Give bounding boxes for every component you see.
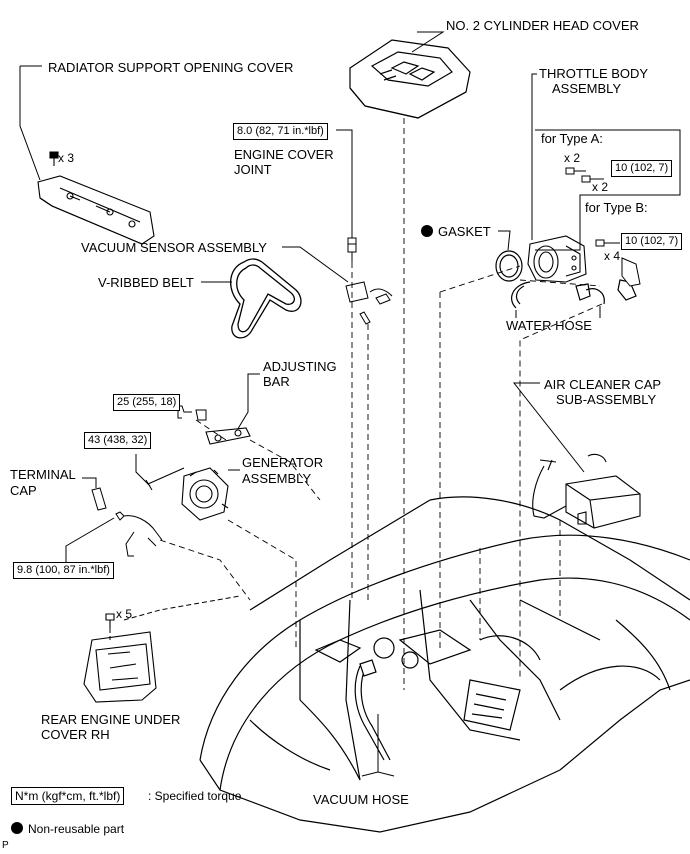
label-type-a-qty1: x 2 [564,151,581,165]
label-radiator-qty: x 3 [58,151,75,165]
label-for-type-b: for Type B: [585,200,648,215]
label-rear-cover-1: REAR ENGINE UNDER [41,712,181,727]
terminal-leader [82,477,97,488]
corner-mark: P [2,840,9,851]
type-frame [535,129,681,251]
label-terminal-1: TERMINAL [10,467,76,482]
label-throttle-2: ASSEMBLY [552,81,622,96]
label-for-type-a: for Type A: [541,131,603,146]
dashed-connection-lines [159,118,603,690]
label-type-b-qty: x 4 [604,249,621,263]
terminal-torque-leader [65,517,115,562]
generator-part [181,467,229,521]
generator-bolt-leader [135,454,151,487]
label-terminal-2: CAP [10,483,37,498]
vacuum-hose-leader [361,714,395,777]
torque-engine-cover-joint: 8.0 (82, 71 in.*lbf) [233,123,328,140]
engine-cover-joint-part [347,237,357,262]
non-reusable-dot-icon [11,822,23,834]
non-reusable-dot-icon [421,225,433,237]
torque-adjusting-bar: 25 (255, 18) [113,394,181,411]
torque-generator-bolt: 43 (438, 32) [84,432,152,449]
adjusting-leader [235,373,260,433]
label-type-a-qty2: x 2 [592,180,609,194]
label-engine-cover-joint-1: ENGINE COVER [234,147,334,162]
label-adjusting-1: ADJUSTING [263,359,337,374]
terminal-cap-part [91,487,107,511]
legend-torque-box: N*m (kgf*cm, ft.*lbf) [11,787,125,805]
radiator-leader [19,65,42,181]
torque-type-a: 10 (102, 7) [611,160,673,177]
air-cleaner-part [532,453,641,529]
label-cylinder-head-cover: NO. 2 CYLINDER HEAD COVER [446,18,639,33]
label-radiator-cover: RADIATOR SUPPORT OPENING COVER [48,60,294,75]
label-generator-1: GENERATOR [242,455,324,470]
generator-bolt [145,467,185,491]
label-adjusting-2: BAR [263,374,290,389]
adjusting-bar-part [205,427,251,445]
air-cleaner-leader [512,382,585,473]
label-rear-cover-qty: x 5 [116,607,133,621]
gasket-leader [498,230,511,251]
vacuum-sensor-part [345,281,393,325]
label-engine-cover-joint-2: JOINT [234,162,272,177]
radiator-cover-part [37,151,155,245]
type-a-bolt [565,167,604,183]
label-water-hose: WATER HOSE [506,318,592,333]
vacuum-hose-part [354,659,391,761]
label-air-cleaner-2: SUB-ASSEMBLY [556,392,657,407]
v-ribbed-belt-part [230,258,302,339]
engine-cover-joint-leader [336,129,353,238]
label-vacuum-hose: VACUUM HOSE [313,792,409,807]
label-air-cleaner-1: AIR CLEANER CAP [544,377,662,392]
water-hose-leader [515,306,601,318]
legend-torque-text: : Specified torque [148,789,242,803]
water-hose-part [511,279,637,309]
terminal-wire-part [115,511,163,557]
legend-nonreusable: Non-reusable part [11,822,124,836]
label-gasket: GASKET [421,224,491,239]
label-v-ribbed-belt: V-RIBBED BELT [98,275,194,290]
rear-cover-dashes [109,595,241,640]
cylinder-head-cover-part [349,39,471,119]
vehicle-body [199,496,690,833]
type-b-bolt [595,239,620,247]
torque-terminal-nut: 9.8 (100, 87 in.*lbf) [13,562,114,579]
rear-under-cover-part [83,613,157,703]
throttle-body-part [527,235,587,283]
torque-type-b: 10 (102, 7) [621,233,683,250]
label-rear-cover-2: COVER RH [41,727,110,742]
type-b-connector [621,257,641,287]
label-vacuum-sensor: VACUUM SENSOR ASSEMBLY [81,240,267,255]
label-throttle-1: THROTTLE BODY [539,66,649,81]
vacuum-sensor-leader [282,246,349,283]
gasket-part [495,250,523,282]
throttle-leader [531,73,537,240]
cylinder-cover-leader [411,31,445,53]
label-generator-2: ASSEMBLY [242,471,312,486]
